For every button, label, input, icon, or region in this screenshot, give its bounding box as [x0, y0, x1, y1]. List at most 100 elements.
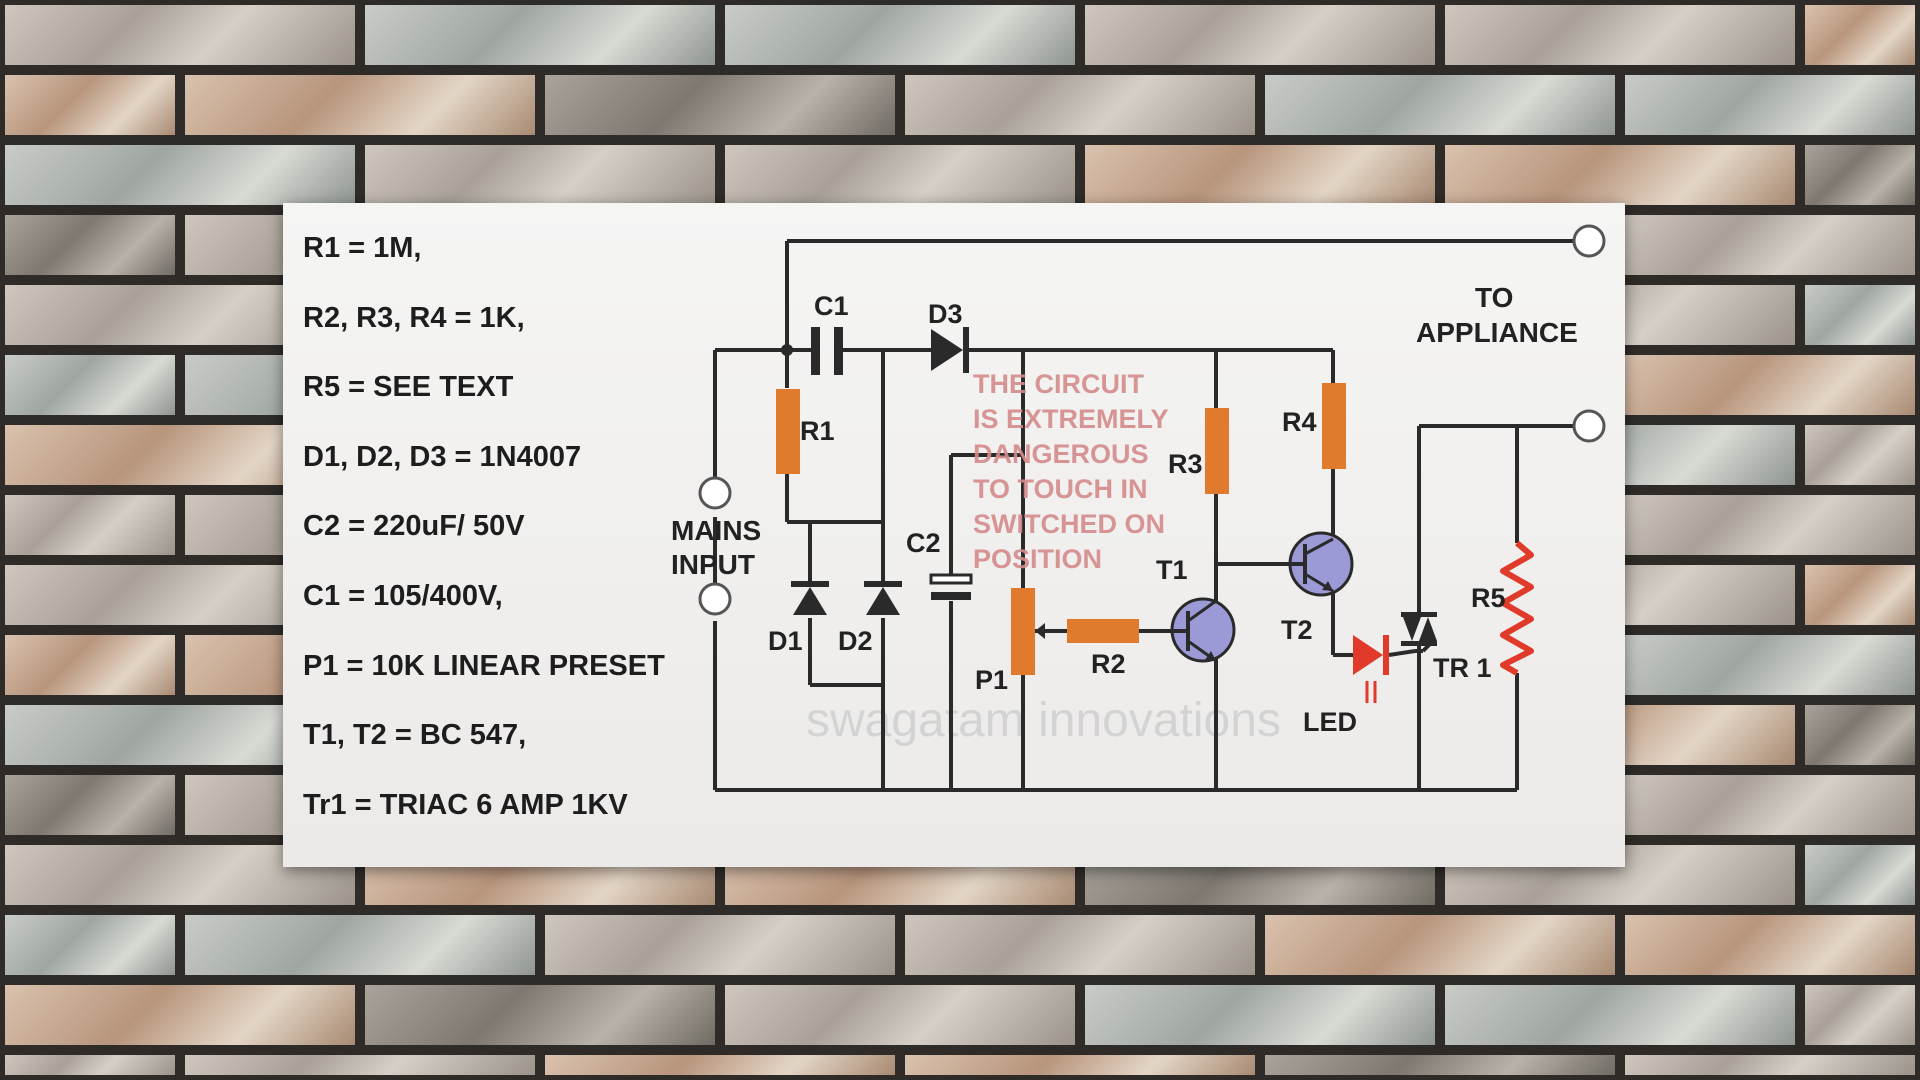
parts-list-item: T1, T2 = BC 547,	[303, 719, 527, 752]
label-tr1: TR 1	[1433, 653, 1492, 683]
warning-line: DANGEROUS	[973, 439, 1149, 469]
brick	[900, 910, 1260, 980]
brick	[1260, 1050, 1620, 1080]
label-d1: D1	[768, 626, 803, 656]
brick	[1260, 910, 1620, 980]
brick	[1800, 140, 1920, 210]
appliance-terminal-bottom	[1572, 409, 1606, 443]
brick	[1260, 70, 1620, 140]
resistor-r2	[1067, 619, 1139, 643]
brick	[1800, 840, 1920, 910]
brick	[1620, 910, 1920, 980]
resistor-r4	[1322, 383, 1346, 469]
resistor-r5	[1500, 540, 1534, 676]
brick	[180, 910, 540, 980]
warning-line: TO TOUCH IN	[973, 474, 1148, 504]
label-t2: T2	[1281, 615, 1313, 645]
mains-input-terminal-top	[698, 476, 732, 510]
schematic-panel: R1 = 1M, R2, R3, R4 = 1K, R5 = SEE TEXT …	[283, 203, 1625, 867]
brick	[540, 910, 900, 980]
brick	[0, 70, 180, 140]
brick	[0, 910, 180, 980]
brick	[360, 980, 720, 1050]
brick	[0, 980, 360, 1050]
watermark: swagatam innovations	[806, 694, 1281, 747]
parts-list-item: P1 = 10K LINEAR PRESET	[303, 649, 665, 682]
warning-text: THE CIRCUIT IS EXTREMELY DANGEROUS TO TO…	[973, 369, 1169, 574]
brick	[720, 980, 1080, 1050]
triac-tr1	[1401, 612, 1437, 668]
brick	[1800, 420, 1920, 490]
brick	[0, 140, 360, 210]
transistor-t2	[1278, 531, 1354, 597]
brick	[720, 0, 1080, 70]
brick	[0, 630, 180, 700]
parts-list-item: Tr1 = TRIAC 6 AMP 1KV	[303, 788, 628, 821]
label-led: LED	[1303, 707, 1357, 737]
appliance-terminal-top	[1572, 224, 1606, 258]
brick	[1620, 1050, 1920, 1080]
label-c1: C1	[814, 291, 849, 321]
brick	[1620, 350, 1920, 420]
parts-list: R1 = 1M, R2, R3, R4 = 1K, R5 = SEE TEXT …	[303, 233, 723, 859]
parts-list-item: D1, D2, D3 = 1N4007	[303, 440, 582, 473]
brick	[1080, 140, 1440, 210]
brick	[0, 490, 180, 560]
brick	[540, 1050, 900, 1080]
parts-list-item: R1 = 1M,	[303, 232, 422, 264]
label-r3: R3	[1168, 449, 1203, 479]
brick	[0, 770, 180, 840]
led-indicator	[1353, 635, 1416, 703]
resistor-r3	[1205, 408, 1229, 494]
warning-line: THE CIRCUIT	[973, 369, 1144, 399]
parts-list-item: R5 = SEE TEXT	[303, 371, 514, 404]
warning-line: SWITCHED ON	[973, 509, 1165, 539]
brick	[1440, 140, 1800, 210]
brick	[1620, 210, 1920, 280]
label-d2: D2	[838, 626, 873, 656]
transistor-t1	[1168, 597, 1236, 663]
brick	[1800, 560, 1920, 630]
parts-list-item: R2, R3, R4 = 1K,	[303, 301, 525, 334]
label-to-appliance-line1: TO	[1475, 282, 1513, 313]
label-r1: R1	[800, 416, 835, 446]
brick	[900, 1050, 1260, 1080]
preset-p1	[1011, 588, 1045, 675]
label-p1: P1	[975, 665, 1008, 695]
brick	[0, 0, 360, 70]
junction-dot	[781, 344, 793, 356]
brick	[1800, 0, 1920, 70]
label-r4: R4	[1282, 407, 1317, 437]
circuit-schematic: swagatam innovations	[671, 224, 1606, 792]
wiring	[713, 239, 1589, 792]
capacitor-c2	[929, 573, 973, 600]
label-c2: C2	[906, 528, 941, 558]
label-r5: R5	[1471, 583, 1506, 613]
brick	[180, 70, 540, 140]
brick	[0, 1050, 180, 1080]
diode-d2	[864, 581, 902, 615]
brick	[720, 140, 1080, 210]
label-mains-input-line1: MAINS	[671, 515, 761, 546]
mains-input-terminal-bottom	[698, 582, 732, 616]
brick	[1080, 0, 1440, 70]
diode-d1	[791, 581, 829, 615]
capacitor-c1	[811, 327, 843, 375]
brick	[1440, 0, 1800, 70]
brick	[1620, 630, 1920, 700]
parts-list-item: C2 = 220uF/ 50V	[303, 510, 525, 543]
brick	[1620, 70, 1920, 140]
label-r2: R2	[1091, 649, 1126, 679]
brick	[1620, 770, 1920, 840]
diode-d3	[928, 327, 969, 373]
label-t1: T1	[1156, 555, 1188, 585]
warning-line: POSITION	[973, 544, 1102, 574]
brick	[1800, 700, 1920, 770]
parts-list-item: C1 = 105/400V,	[303, 579, 503, 612]
brick	[900, 70, 1260, 140]
brick	[540, 70, 900, 140]
resistor-r1	[776, 389, 800, 474]
warning-line: IS EXTREMELY	[973, 404, 1169, 434]
brick	[360, 140, 720, 210]
brick	[1800, 980, 1920, 1050]
